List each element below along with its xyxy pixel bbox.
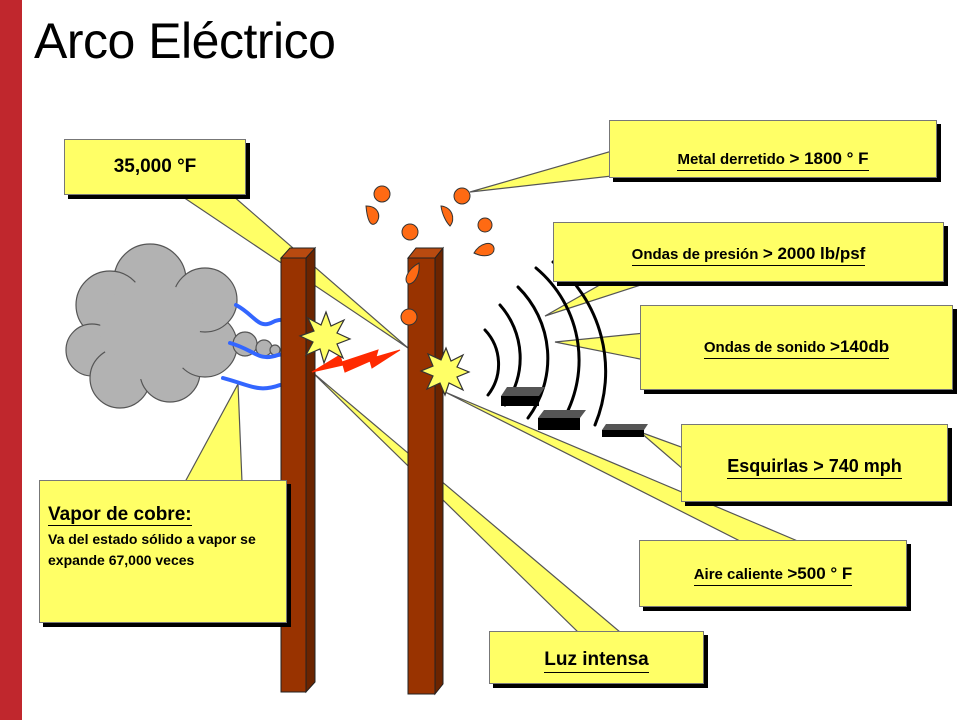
- sound-waves-label: Ondas de sonido: [703, 339, 826, 356]
- page-title: Arco Eléctrico: [34, 13, 336, 69]
- pole-right: [406, 246, 445, 696]
- droplet-icon: [401, 223, 419, 241]
- pointer-pressure: [544, 281, 651, 317]
- pole-left: [279, 246, 317, 694]
- accent-bar: [0, 0, 22, 720]
- droplet-icon: [477, 217, 493, 233]
- molten-metal-label: Metal derretido: [677, 151, 785, 168]
- droplet-icon: [440, 205, 454, 227]
- callout-shrapnel: Esquirlas > 740 mph: [681, 424, 948, 502]
- droplet-icon: [405, 262, 420, 285]
- callout-molten-metal: Metal derretido > 1800 ° F: [609, 120, 937, 178]
- droplet-icon: [473, 242, 495, 257]
- pointer-vapor: [183, 381, 243, 483]
- copper-vapor-description: Va del estado sólido a vapor se expande …: [48, 531, 256, 568]
- intense-light-label: Luz intensa: [544, 649, 649, 673]
- callout-hot-air: Aire caliente >500 ° F: [639, 540, 907, 607]
- hot-air-value: >500 ° F: [787, 564, 853, 583]
- temperature-value: 35,000 °F: [113, 156, 197, 177]
- molten-droplets: [365, 185, 495, 326]
- droplet-icon: [400, 308, 418, 326]
- shrapnel-icon: [501, 387, 545, 406]
- copper-vapor-title: Vapor de cobre:: [48, 504, 192, 526]
- droplet-icon: [365, 205, 380, 225]
- droplet-icon: [453, 187, 471, 205]
- callout-temperature: 35,000 °F: [64, 139, 246, 195]
- molten-metal-value: > 1800 ° F: [789, 149, 869, 168]
- shrapnel-icon: [538, 410, 586, 430]
- spark-icon: [419, 346, 471, 397]
- cloud-icon: [65, 243, 281, 409]
- pressure-waves-value: > 2000 lb/psf: [762, 244, 866, 263]
- callout-pressure-waves: Ondas de presión > 2000 lb/psf: [553, 222, 944, 282]
- sound-waves-value: >140db: [830, 337, 890, 356]
- callout-sound-waves: Ondas de sonido >140db: [640, 305, 953, 390]
- callout-intense-light: Luz intensa: [489, 631, 704, 684]
- shrapnel-label: Esquirlas: [727, 456, 809, 476]
- pointer-shrapnel: [639, 431, 685, 472]
- pressure-waves-label: Ondas de presión: [631, 246, 759, 263]
- pointer-metal: [469, 150, 613, 193]
- droplet-icon: [373, 185, 391, 203]
- spark-icon: [298, 310, 352, 365]
- lightning-icon: [311, 349, 401, 373]
- shrapnel-icon: [602, 424, 648, 437]
- shrapnel-fragments: [501, 387, 648, 437]
- shrapnel-value: > 740 mph: [813, 456, 902, 476]
- callout-copper-vapor: Vapor de cobre: Va del estado sólido a v…: [39, 480, 287, 623]
- hot-air-label: Aire caliente: [693, 566, 783, 583]
